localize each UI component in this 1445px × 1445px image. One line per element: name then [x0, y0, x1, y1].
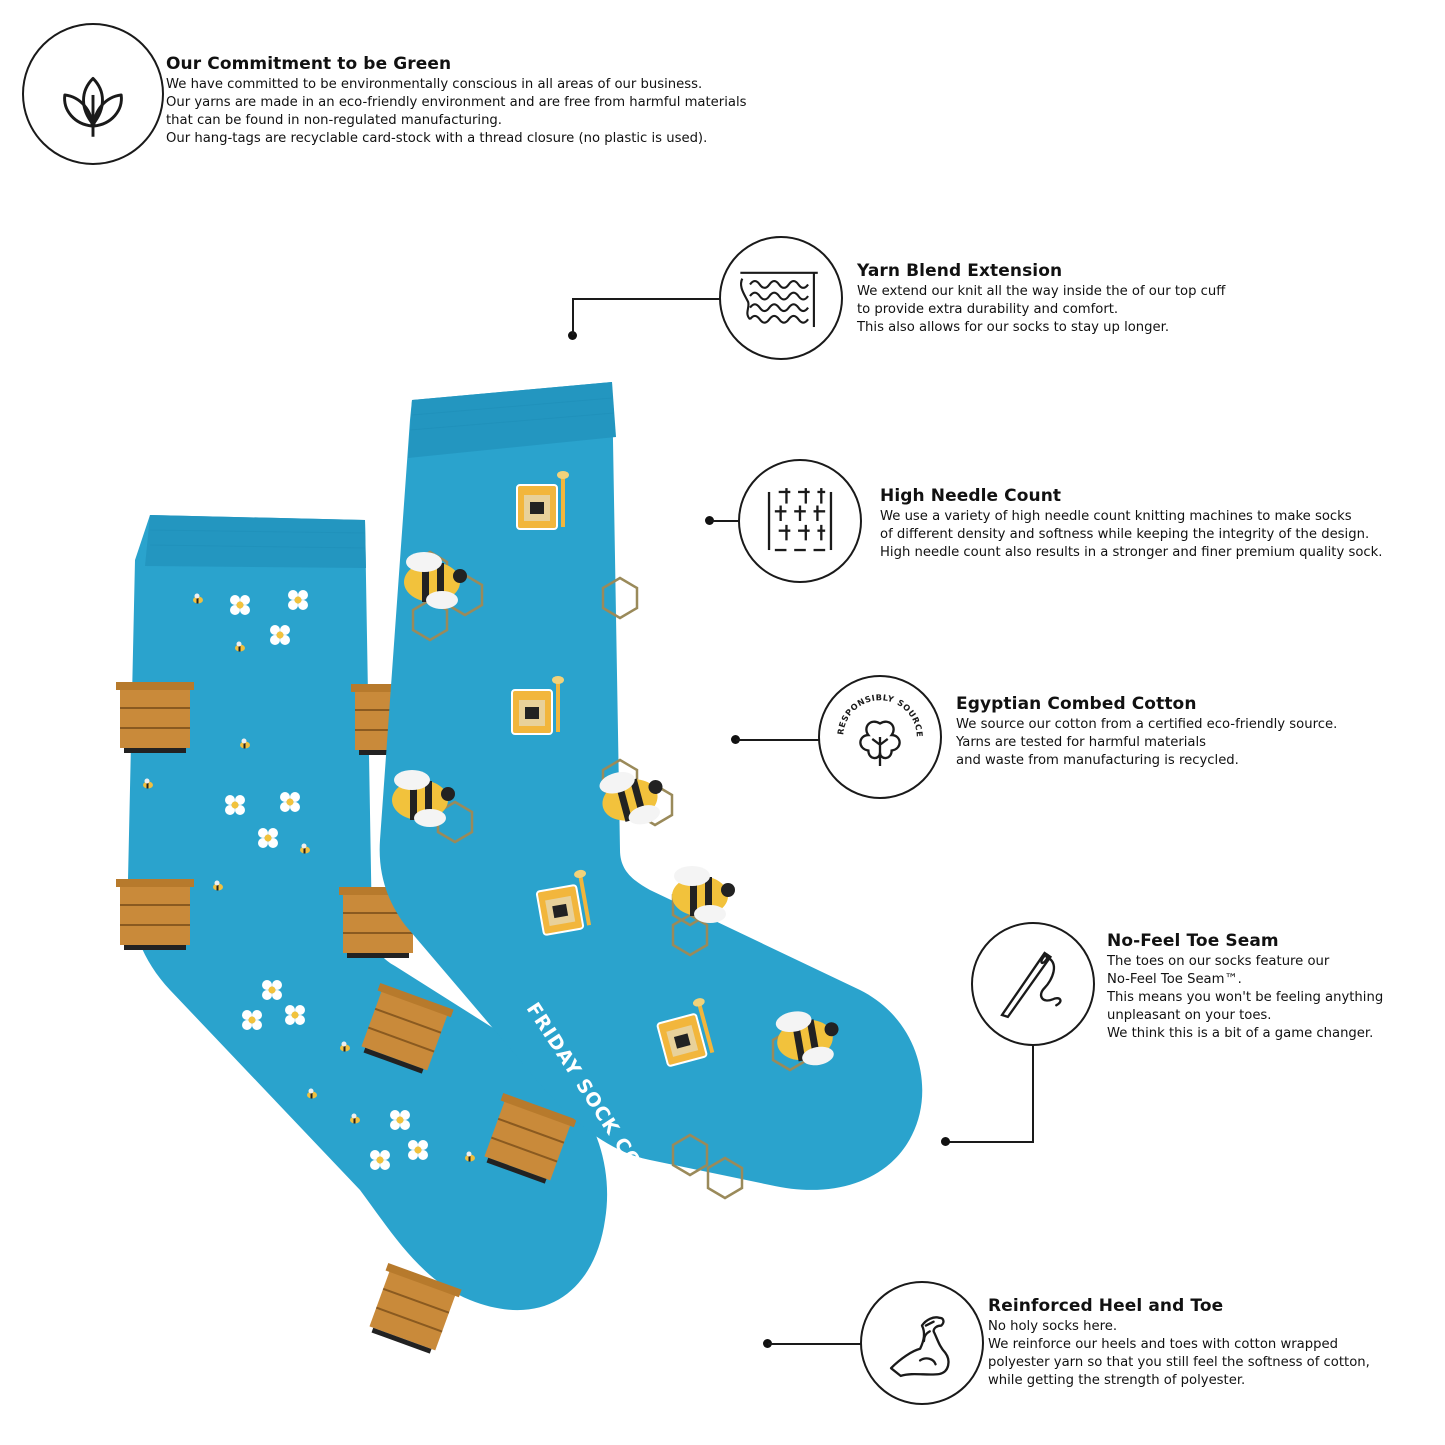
connector-line: [946, 1141, 1034, 1143]
commitment-title: Our Commitment to be Green: [166, 54, 452, 74]
feature-line: We source our cotton from a certified ec…: [956, 717, 1338, 732]
feature-line: High needle count also results in a stro…: [880, 545, 1383, 560]
feature-line: unpleasant on your toes.: [1107, 1008, 1272, 1023]
feature-title: Egyptian Combed Cotton: [956, 694, 1197, 714]
feature-line: We think this is a bit of a game changer…: [1107, 1026, 1374, 1041]
feature-line: This also allows for our socks to stay u…: [857, 320, 1170, 335]
flexed-arm-icon: [860, 1281, 984, 1405]
feature-line: This means you won't be feeling anything: [1107, 990, 1384, 1005]
connector-line: [1032, 1046, 1034, 1142]
feature-line: We use a variety of high needle count kn…: [880, 509, 1352, 524]
connector-line: [768, 1343, 862, 1345]
feature-line: polyester yarn so that you still feel th…: [988, 1355, 1370, 1370]
commitment-text: Our Commitment to be Green We have commi…: [166, 54, 747, 148]
feature-line: No holy socks here.: [988, 1319, 1118, 1334]
commitment-line: that can be found in non-regulated manuf…: [166, 113, 502, 128]
feature-title: Reinforced Heel and Toe: [988, 1296, 1224, 1316]
feature-title: Yarn Blend Extension: [857, 261, 1063, 281]
feature-line: Yarns are tested for harmful materials: [956, 735, 1207, 750]
connector-line: [572, 298, 720, 300]
weave-grid-icon: [738, 459, 862, 583]
leaves-icon: [22, 23, 164, 165]
feature-line: We extend our knit all the way inside th…: [857, 284, 1226, 299]
feature-line: The toes on our socks feature our: [1107, 954, 1330, 969]
connector-dot: [705, 516, 714, 525]
needle-thread-icon: [971, 922, 1095, 1046]
commitment-line: Our hang-tags are recyclable card-stock …: [166, 131, 708, 146]
feature-line: while getting the strength of polyester.: [988, 1373, 1246, 1388]
commitment-line: We have committed to be environmentally …: [166, 77, 703, 92]
feature-line: No-Feel Toe Seam™.: [1107, 972, 1242, 987]
feature-needle: High Needle Count We use a variety of hi…: [880, 486, 1383, 562]
svg-text:RESPONSIBLY SOURCED COTTON: RESPONSIBLY SOURCED COTTON: [820, 677, 925, 738]
cotton-boll-icon: RESPONSIBLY SOURCED COTTON: [818, 675, 942, 799]
cotton-badge-text: RESPONSIBLY SOURCED COTTON: [820, 677, 924, 738]
connector-line: [710, 520, 740, 522]
feature-title: High Needle Count: [880, 486, 1062, 506]
feature-cotton: Egyptian Combed Cotton We source our cot…: [956, 694, 1337, 770]
feature-title: No-Feel Toe Seam: [1107, 931, 1279, 951]
feature-line: and waste from manufacturing is recycled…: [956, 753, 1239, 768]
feature-line: of different density and softness while …: [880, 527, 1370, 542]
feature-toe: No-Feel Toe Seam The toes on our socks f…: [1107, 931, 1383, 1043]
connector-line: [572, 300, 574, 335]
connector-dot: [763, 1339, 772, 1348]
feature-yarn: Yarn Blend Extension We extend our knit …: [857, 261, 1225, 337]
knit-stitch-icon: [719, 236, 843, 360]
feature-line: We reinforce our heels and toes with cot…: [988, 1337, 1338, 1352]
commitment-line: Our yarns are made in an eco-friendly en…: [166, 95, 747, 110]
feature-heel: Reinforced Heel and Toe No holy socks he…: [988, 1296, 1370, 1390]
connector-dot: [941, 1137, 950, 1146]
connector-line: [736, 739, 820, 741]
feature-line: to provide extra durability and comfort.: [857, 302, 1119, 317]
connector-dot: [731, 735, 740, 744]
connector-dot: [568, 331, 577, 340]
